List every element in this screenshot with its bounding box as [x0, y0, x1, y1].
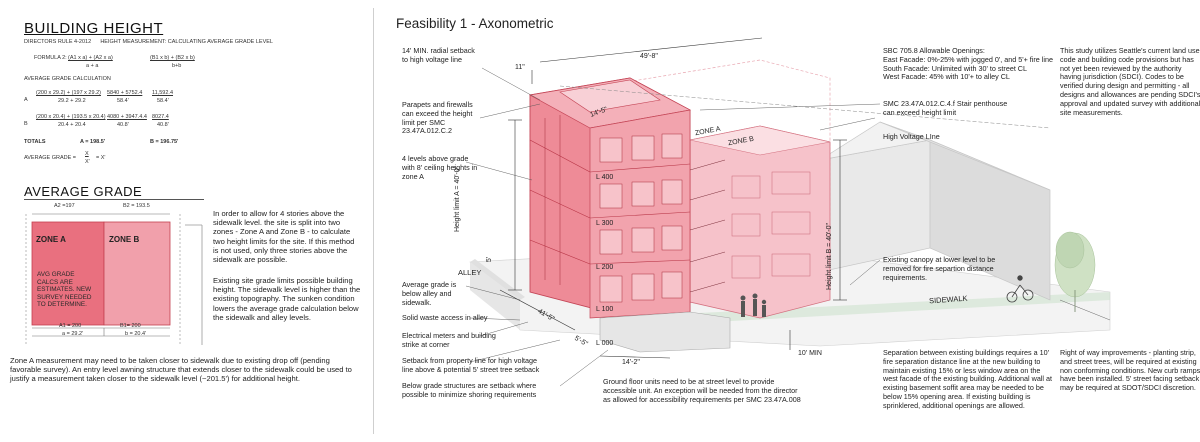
formula-label: FORMULA 2: [34, 55, 67, 61]
row-b-result: 8027.4 [152, 114, 169, 120]
zone-a-measurement-note: Zone A measurement may need to be taken … [10, 356, 352, 384]
ground-floor-note: Ground floor units need to be at street … [603, 377, 801, 404]
zone-b-windows [731, 171, 811, 279]
site-grade-paragraph: Existing site grade limits possible buil… [213, 276, 361, 322]
title-underline [24, 199, 204, 200]
zone-b-block [103, 221, 171, 326]
panel-divider [373, 8, 374, 434]
zone-a-windows [599, 133, 683, 303]
dim-a: a = 29.2' [62, 331, 84, 337]
setback-line-note: Setback from property line for high volt… [402, 356, 540, 374]
dim-b: b = 20.4' [125, 331, 147, 337]
alley-label: ALLEY [458, 268, 482, 277]
dim-10min-label: 10' MIN [798, 350, 822, 357]
cyclist [1006, 275, 1034, 303]
street-trees [1054, 231, 1096, 298]
high-voltage-note: High Voltage LIne [883, 132, 940, 141]
formula-expr-1: (A1 x a) + (A2 x a) [68, 55, 113, 61]
basement [599, 311, 731, 353]
formula-den-1: a + a [86, 63, 99, 69]
height-limit-a-label: Height limit A = 40'-0" [454, 165, 461, 232]
solid-waste-note: Solid waste access in alley [402, 313, 488, 322]
totals-label: TOTALS [24, 139, 46, 145]
formula-expr-2: (B1 x b) + (B2 x b) [150, 55, 195, 61]
zone-diagram [25, 213, 203, 345]
stair-penthouse-note: SMC 23.47A.012.C.4.f Stair penthouse can… [883, 99, 1008, 117]
total-b: B = 196.75' [150, 139, 179, 145]
level-200-label: L 200 [596, 264, 614, 271]
axonometric-drawing [465, 37, 1111, 387]
existing-building-roof [879, 121, 1051, 191]
dim-11-label: 11" [515, 64, 525, 71]
directors-rule: DIRECTORS RULE 4-2012 HEIGHT MEASUREMENT… [24, 39, 273, 45]
row-b-expr: (200 x 20.4) + (193.5 x 20.4) [36, 114, 106, 120]
row-a-result: 11,592.4 [152, 90, 174, 96]
exterior-stair [689, 159, 726, 293]
a2-label: A2 =197 [54, 203, 75, 209]
avg-calc-title: AVERAGE GRADE CALCULATION [24, 76, 111, 82]
row-a-den: 29.2 + 29.2 [58, 98, 86, 104]
average-grade-note: Average grade is below alley and sidewal… [402, 280, 457, 307]
zone-b-label: ZONE B [109, 235, 140, 244]
row-a-step: 5840 + 5752.4 [107, 90, 143, 96]
right-of-way-note: Right of way improvements - planting str… [1060, 348, 1200, 393]
level-400-label: L 400 [596, 174, 614, 181]
row-b-den: 20.4 + 20.4 [58, 122, 86, 128]
avg-grade-den: X' [85, 159, 90, 165]
people-silhouettes [740, 293, 767, 317]
row-b-step-den: 40.8' [117, 122, 129, 128]
dimension-lines [499, 37, 847, 359]
avg-grade-x: X [85, 151, 89, 157]
level-000-label: L 000 [596, 340, 614, 347]
building-height-title: BUILDING HEIGHT [24, 20, 164, 37]
zone-note: AVG GRADE CALCS ARE ESTIMATES. NEW SURVE… [37, 271, 92, 309]
level-300-label: L 300 [596, 220, 614, 227]
sbc-openings-note: SBC 705.8 Allowable Openings: East Facad… [883, 46, 1053, 82]
b2-label: B2 = 193.5 [123, 203, 150, 209]
average-grade-title: AVERAGE GRADE [24, 184, 143, 199]
row-b-label: B [24, 121, 28, 127]
electrical-note: Electrical meters and building strike at… [402, 331, 496, 349]
separation-note: Separation between existing buildings re… [883, 348, 1053, 410]
dim-49-label: 49'-8" [640, 53, 658, 60]
high-voltage-line [559, 85, 1051, 129]
level-100-label: L 100 [596, 306, 614, 313]
row-b-result-den: 40.8' [157, 122, 169, 128]
avg-grade-label: AVERAGE GRADE = [24, 155, 77, 161]
row-b-step: 4080 + 3947.4.4 [107, 114, 147, 120]
below-grade-note: Below grade structures are setback where… [402, 381, 537, 399]
row-a-expr: (200 x 29.2) + (197 x 29.2) [36, 90, 101, 96]
dim-14-2-label: 14'-2" [622, 359, 640, 366]
total-a: A = 198.5' [80, 139, 106, 145]
existing-building-front [819, 139, 931, 273]
zone-a-label: ZONE A [36, 235, 66, 244]
parapets-note: Parapets and firewalls can exceed the he… [402, 100, 473, 136]
dim-5-label: 5' [486, 256, 494, 263]
radial-setback-note: 14' MIN. radial setback to high voltage … [402, 46, 475, 64]
height-limit-b-label: Height limit B = 40'-0" [826, 222, 833, 290]
avg-grade-result: = X' [96, 155, 106, 161]
leader-lines [465, 67, 1111, 387]
row-a-step-den: 58.4' [117, 98, 129, 104]
axonometric-title: Feasibility 1 - Axonometric [396, 16, 554, 31]
canopy-note: Existing canopy at lower level to be rem… [883, 255, 996, 282]
zone-split-paragraph: In order to allow for 4 stories above th… [213, 209, 355, 265]
code-study-note: This study utilizes Seattle's current la… [1060, 46, 1200, 117]
levels-note: 4 levels above grade with 8' ceiling hei… [402, 154, 478, 181]
b1-label: B1= 200 [120, 323, 141, 329]
row-a-result-den: 58.4' [157, 98, 169, 104]
formula-den-2: b+b [172, 63, 182, 69]
row-a-label: A [24, 97, 28, 103]
a1-label: A1 = 200 [59, 323, 82, 329]
